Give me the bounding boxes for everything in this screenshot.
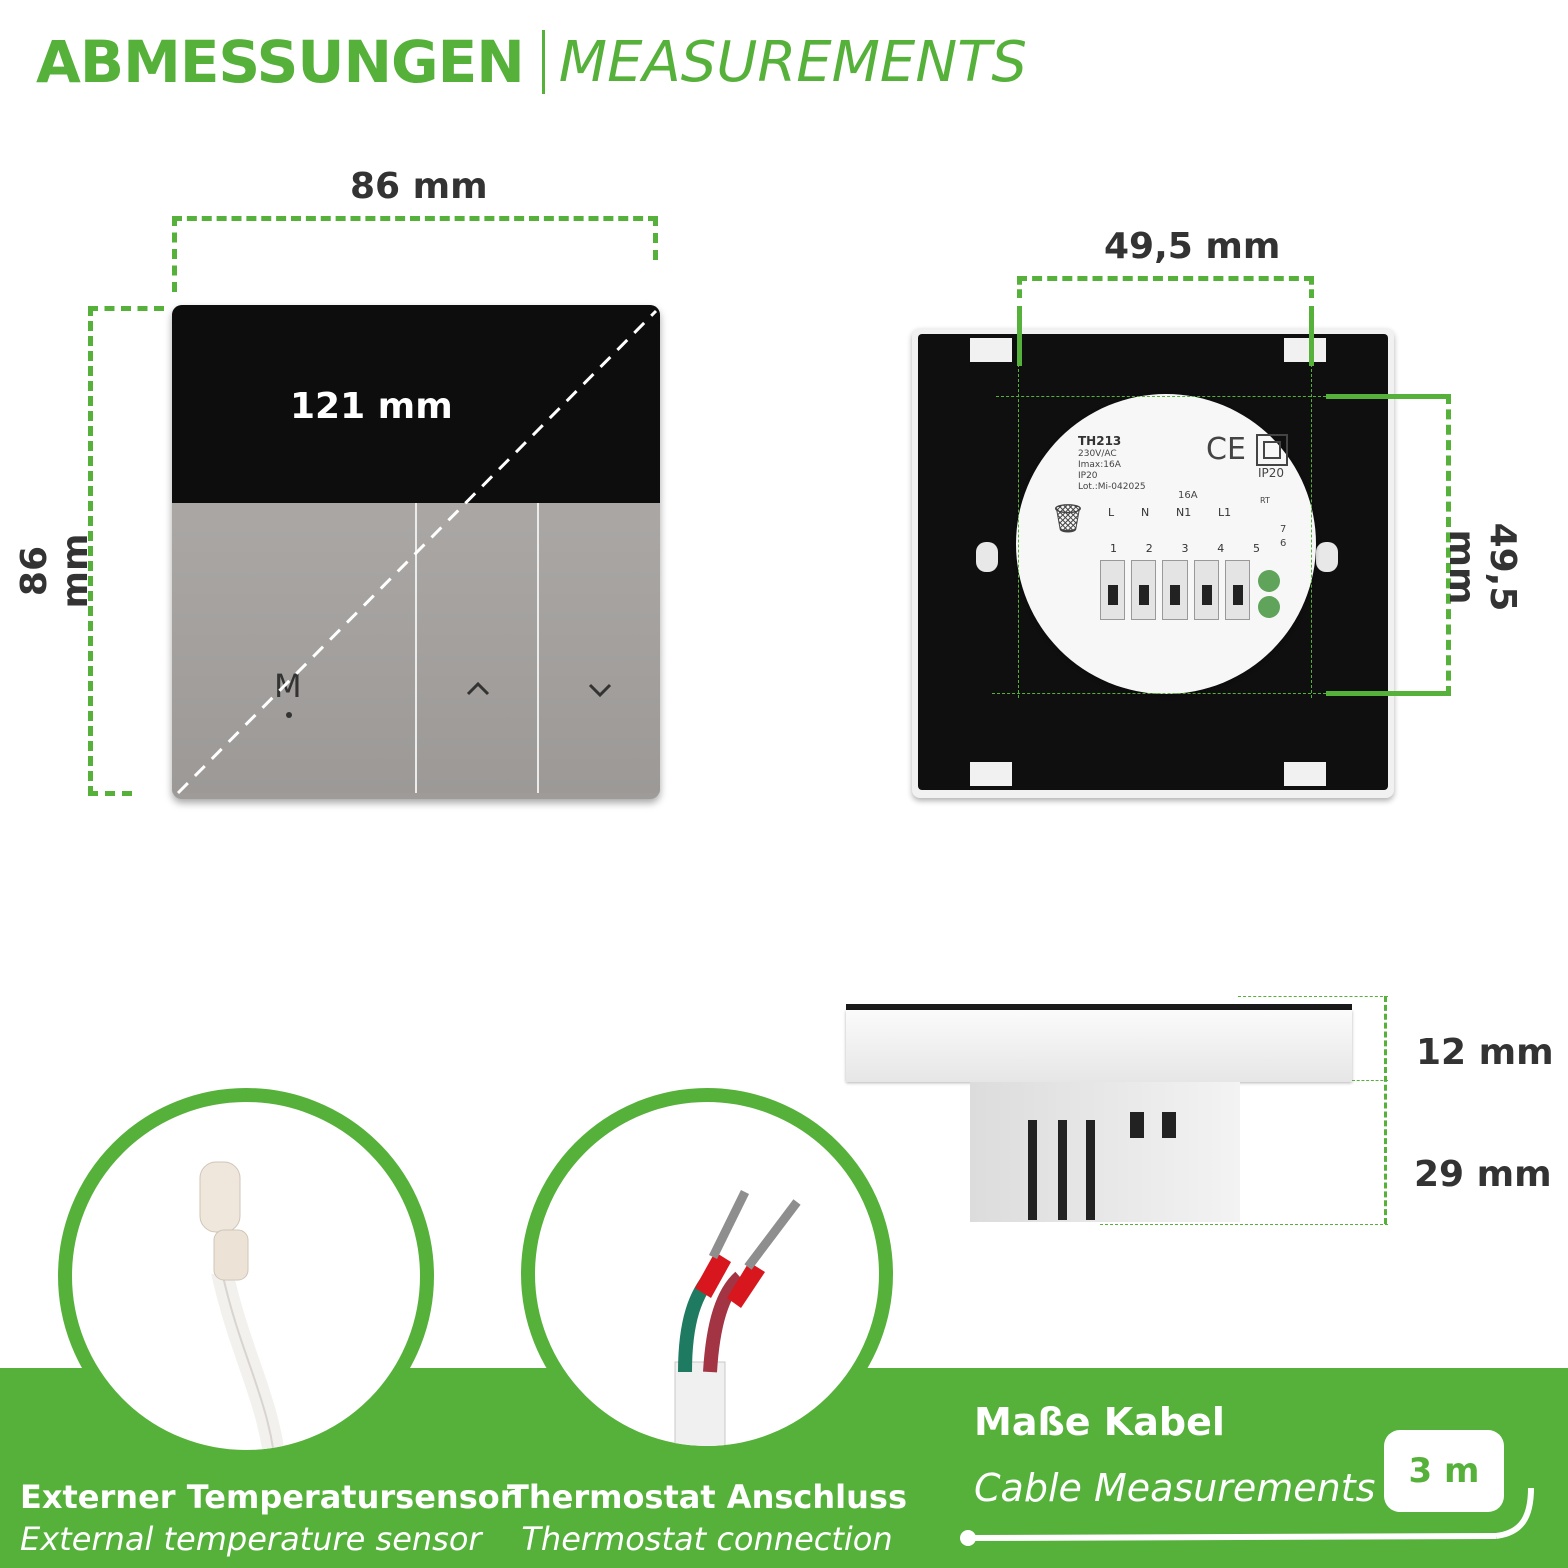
rt-label: RT bbox=[1260, 496, 1270, 505]
cable-length-badge: 3 m bbox=[1384, 1430, 1504, 1512]
screw-hole bbox=[1316, 542, 1338, 572]
terminal-number: 1 bbox=[1110, 542, 1117, 555]
back-guide bbox=[992, 693, 1326, 694]
terminal-number: 5 bbox=[1253, 542, 1260, 555]
header-title-en: MEASUREMENTS bbox=[558, 29, 1027, 95]
vent-slot bbox=[1028, 1120, 1037, 1220]
connection-image-circle bbox=[521, 1088, 893, 1460]
double-insulation-icon bbox=[1256, 434, 1288, 466]
front-width-tick-right bbox=[653, 216, 658, 260]
cable-title-de: Maße Kabel bbox=[974, 1400, 1225, 1444]
ce-mark: CE bbox=[1206, 432, 1246, 467]
header-title-de: ABMESSUNGEN bbox=[36, 28, 525, 96]
chevron-down-icon bbox=[588, 683, 612, 698]
side-front-plate-edge bbox=[846, 1004, 1352, 1010]
terminal-opening bbox=[1162, 1112, 1176, 1138]
rt-screw bbox=[1258, 570, 1280, 592]
mode-dot bbox=[286, 712, 292, 718]
vent-slot bbox=[1086, 1120, 1095, 1220]
front-height-dimension-line bbox=[88, 306, 93, 796]
feature-title-de: Thermostat Anschluss bbox=[507, 1478, 907, 1516]
page-header: ABMESSUNGEN MEASUREMENTS bbox=[36, 22, 1027, 102]
back-module: TH213 230V/AC Imax:16A IP20 Lot.:Mi-0420… bbox=[1016, 394, 1316, 694]
rt-pin-label: 7 bbox=[1280, 524, 1287, 535]
terminal-numbers: 1 2 3 4 5 bbox=[1110, 542, 1260, 562]
terminal-number: 3 bbox=[1181, 542, 1189, 555]
sensor-probe-illustration bbox=[199, 1161, 285, 1450]
lot-label: Lot.:Mi-042025 bbox=[1078, 482, 1146, 492]
feature-title-en: External temperature sensor bbox=[20, 1520, 482, 1558]
side-guide-top bbox=[1238, 996, 1388, 997]
up-button[interactable] bbox=[417, 503, 539, 793]
model-label: TH213 bbox=[1078, 434, 1122, 448]
mode-button[interactable]: M bbox=[172, 503, 417, 793]
back-width-tick-left bbox=[1017, 276, 1022, 298]
terminal-letter: N bbox=[1140, 506, 1150, 519]
thermostat-back: TH213 230V/AC Imax:16A IP20 Lot.:Mi-0420… bbox=[912, 328, 1394, 798]
back-height-dimension-line bbox=[1446, 394, 1451, 696]
back-guide bbox=[1311, 364, 1312, 698]
current-label: Imax:16A bbox=[1078, 460, 1121, 470]
cable-length-value: 3 m bbox=[1408, 1451, 1480, 1491]
back-width-tick-right bbox=[1309, 276, 1314, 298]
terminal-letter: L bbox=[1108, 506, 1115, 519]
screw-hole bbox=[976, 542, 998, 572]
front-width-label: 86 mm bbox=[350, 166, 488, 207]
front-width-tick-left bbox=[172, 216, 177, 292]
header-separator bbox=[541, 30, 545, 94]
terminal-opening bbox=[1130, 1112, 1144, 1138]
side-back-housing bbox=[970, 1082, 1240, 1222]
back-width-dimension-line bbox=[1017, 276, 1314, 281]
back-width-label: 49,5 mm bbox=[1104, 226, 1281, 267]
plate-notch bbox=[1284, 762, 1326, 786]
terminal-number: 2 bbox=[1145, 542, 1153, 555]
diagonal-dimension-line bbox=[176, 309, 658, 795]
terminal-letters: L N N1 L1 bbox=[1108, 506, 1258, 526]
feature-title-en: Thermostat connection bbox=[521, 1520, 893, 1558]
terminal-number: 4 bbox=[1217, 542, 1225, 555]
front-diagonal-label: 121 mm bbox=[290, 386, 453, 427]
front-height-tick-bottom bbox=[88, 791, 132, 796]
cable-line-illustration bbox=[960, 1487, 1534, 1546]
plate-notch bbox=[970, 762, 1012, 786]
terminal-block bbox=[1100, 560, 1251, 620]
front-width-dimension-line bbox=[172, 216, 658, 221]
sensor-image-circle bbox=[58, 1088, 434, 1464]
voltage-label: 230V/AC bbox=[1078, 449, 1117, 459]
ip-badge: IP20 bbox=[1258, 466, 1285, 480]
terminal-letter: N1 bbox=[1176, 506, 1192, 519]
rt-screw bbox=[1258, 596, 1280, 618]
weee-bin-icon: 🗑 bbox=[1050, 502, 1086, 535]
front-height-label: 86 mm bbox=[14, 533, 96, 609]
feature-title-de: Externer Temperatursensor bbox=[20, 1478, 516, 1516]
thermostat-display bbox=[172, 305, 660, 503]
back-height-marker-top bbox=[1326, 394, 1450, 399]
thermostat-front: M bbox=[172, 305, 660, 799]
side-guide-mid bbox=[1352, 1080, 1388, 1081]
side-depth-back-label: 29 mm bbox=[1414, 1154, 1552, 1195]
back-width-marker-left bbox=[1017, 306, 1022, 366]
back-guide bbox=[996, 396, 1326, 397]
terminal-amp-label: 16A bbox=[1178, 490, 1198, 501]
side-depth-dimension-line bbox=[1384, 996, 1387, 1224]
side-depth-front-label: 12 mm bbox=[1416, 1032, 1554, 1073]
plate-notch bbox=[1284, 338, 1326, 362]
cable-wires-illustration bbox=[674, 1190, 801, 1446]
front-height-tick-top bbox=[88, 306, 164, 311]
side-guide-bottom bbox=[1100, 1224, 1388, 1225]
cable-title-en: Cable Measurements bbox=[974, 1466, 1376, 1510]
vent-slot bbox=[1058, 1120, 1067, 1220]
back-guide bbox=[1018, 364, 1019, 698]
back-height-label: 49,5 mm bbox=[1441, 522, 1523, 612]
ip-label: IP20 bbox=[1078, 471, 1098, 481]
chevron-up-icon bbox=[466, 681, 490, 696]
back-height-marker-bottom bbox=[1326, 691, 1450, 696]
plate-notch bbox=[970, 338, 1012, 362]
terminal-letter: L1 bbox=[1218, 506, 1232, 519]
side-front-plate bbox=[846, 1010, 1352, 1082]
rt-pin-label: 6 bbox=[1280, 538, 1287, 549]
down-button[interactable] bbox=[539, 503, 660, 793]
back-width-marker-right bbox=[1309, 306, 1314, 366]
